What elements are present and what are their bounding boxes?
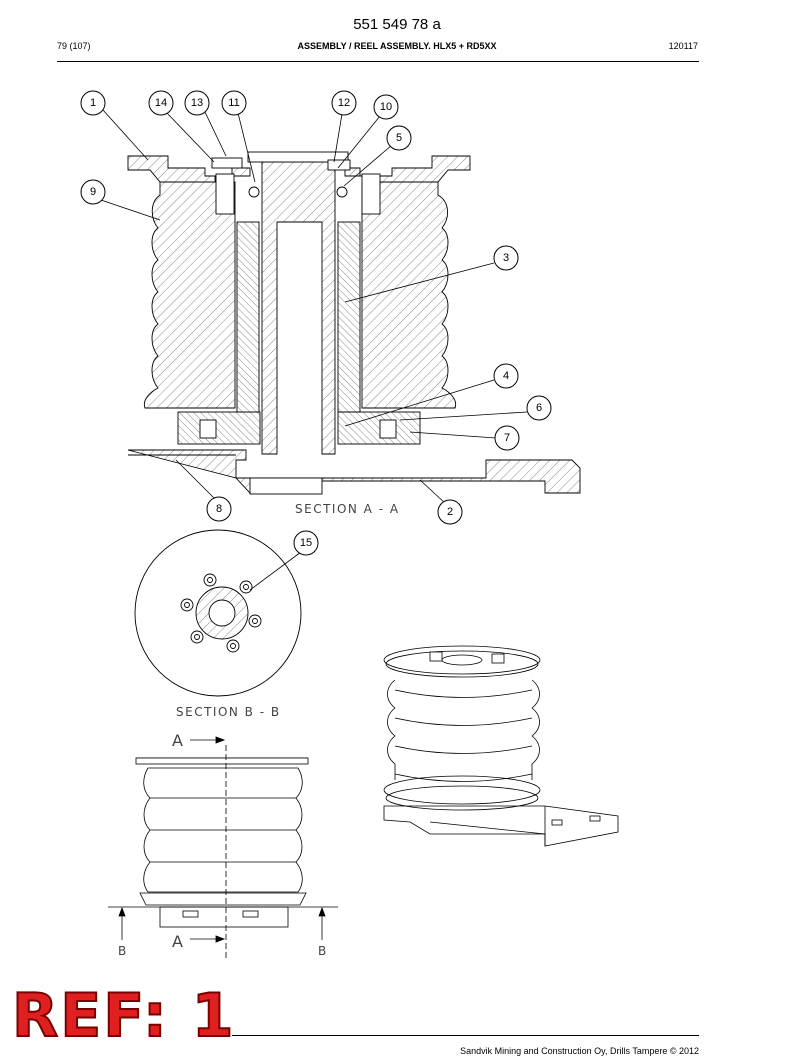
section-a-a-view (127, 151, 581, 495)
callout-7: 7 (494, 425, 520, 451)
callout-4: 4 (493, 363, 519, 389)
callout-9: 9 (80, 179, 106, 205)
svg-text:4: 4 (503, 370, 509, 382)
section-a-label: SECTION A - A (295, 502, 400, 516)
footer-copyright: Sandvik Mining and Construction Oy, Dril… (460, 1046, 699, 1056)
section-b-b-view (134, 529, 302, 697)
svg-text:7: 7 (504, 432, 510, 444)
callout-8: 8 (206, 496, 232, 522)
front-view (108, 736, 338, 960)
section-marker-b-left: B (118, 944, 128, 958)
callout-bubbles: 1 14 13 11 12 10 5 9 3 4 6 7 8 2 15 (80, 90, 552, 556)
svg-text:10: 10 (380, 101, 392, 113)
header-rule (57, 61, 699, 62)
svg-text:9: 9 (90, 186, 96, 198)
callout-5: 5 (386, 125, 412, 151)
page-number: 79 (107) (57, 41, 91, 51)
svg-text:3: 3 (503, 252, 509, 264)
svg-text:13: 13 (191, 97, 203, 109)
footer-rule (232, 1035, 699, 1036)
callout-13: 13 (184, 90, 210, 116)
isometric-view (383, 645, 619, 847)
callout-2: 2 (437, 499, 463, 525)
ref-stamp: REF: 1 (11, 981, 236, 1051)
svg-text:12: 12 (338, 97, 350, 109)
svg-text:2: 2 (447, 506, 453, 518)
callout-leaders (100, 109, 528, 591)
svg-text:8: 8 (216, 503, 222, 515)
callout-1: 1 (80, 90, 106, 116)
callout-14: 14 (148, 90, 174, 116)
svg-text:6: 6 (536, 402, 542, 414)
section-marker-b-right: B (318, 944, 328, 958)
document-code: 120117 (668, 41, 698, 51)
page-title: ASSEMBLY / REEL ASSEMBLY. HLX5 + RD5XX (297, 41, 497, 51)
svg-text:14: 14 (155, 97, 167, 109)
svg-text:5: 5 (396, 132, 402, 144)
callout-12: 12 (331, 90, 357, 116)
callout-6: 6 (526, 395, 552, 421)
callout-11: 11 (221, 90, 247, 116)
section-marker-a-bottom: A (172, 932, 184, 951)
section-b-label: SECTION B - B (176, 705, 281, 719)
section-marker-a-top: A (172, 731, 184, 750)
document-number: 551 549 78 a (353, 16, 441, 33)
svg-text:15: 15 (300, 537, 312, 549)
svg-text:11: 11 (228, 97, 239, 109)
callout-10: 10 (373, 94, 399, 120)
callout-15: 15 (293, 530, 319, 556)
svg-text:1: 1 (90, 97, 96, 109)
callout-3: 3 (493, 245, 519, 271)
